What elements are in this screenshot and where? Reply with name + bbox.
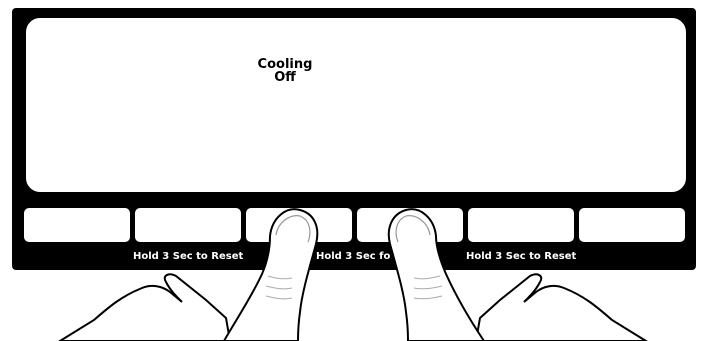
left-hand-icon — [60, 274, 230, 341]
right-hand-icon — [476, 274, 646, 341]
left-finger-icon — [224, 209, 317, 341]
right-finger-icon — [389, 209, 484, 341]
